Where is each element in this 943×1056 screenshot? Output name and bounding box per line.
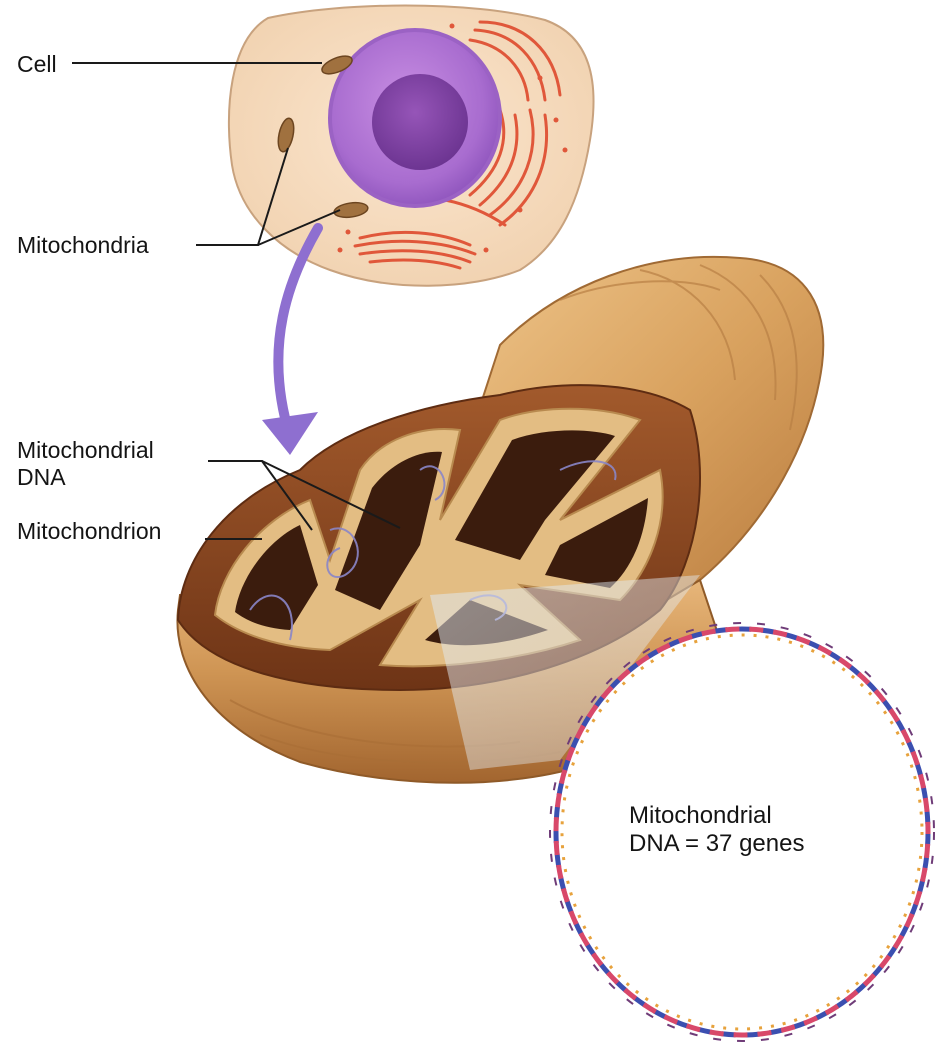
label-mitochondria: Mitochondria: [17, 232, 149, 259]
label-ring-line1: Mitochondrial: [629, 802, 772, 829]
label-mitochondrion: Mitochondrion: [17, 518, 161, 545]
label-mitochondrial-dna-line1: Mitochondrial: [17, 437, 154, 464]
label-cell: Cell: [17, 51, 57, 78]
cell: [229, 6, 594, 286]
label-mitochondrial-dna-line2: DNA: [17, 464, 66, 491]
label-ring-line2: DNA = 37 genes: [629, 830, 804, 857]
nucleolus: [372, 74, 468, 170]
